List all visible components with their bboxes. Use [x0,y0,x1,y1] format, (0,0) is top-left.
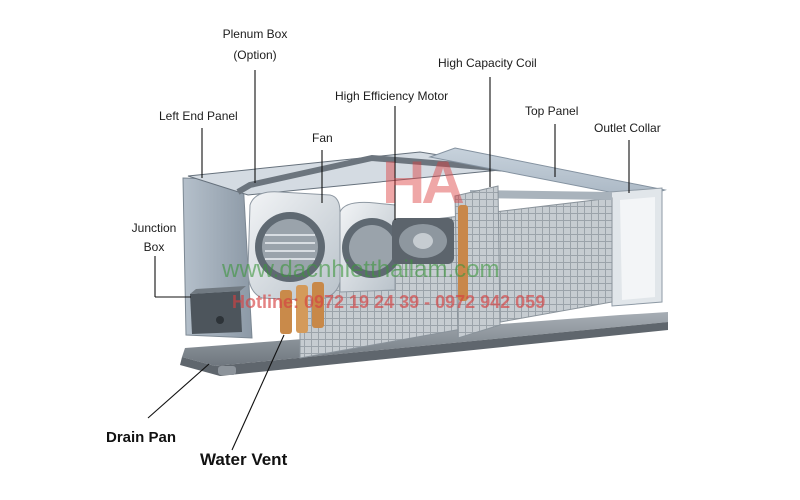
label-outlet-collar: Outlet Collar [594,121,661,135]
label-junction-box-line2: Box [143,240,165,254]
label-water-vent: Water Vent [200,450,288,469]
hotline-watermark: Hotline: 0972 19 24 39 - 0972 942 059 [232,292,546,312]
label-left-end-panel: Left End Panel [159,109,238,123]
label-junction-box: Junction Box [128,220,180,255]
leader-lines [147,70,630,451]
label-plenum-box: Plenum Box (Option) [215,26,295,63]
label-plenum-box-line1: Plenum Box [222,27,288,41]
label-top-panel: Top Panel [525,104,579,118]
high-efficiency-motor [392,218,454,264]
website-watermark: www.dacnhietthailam.com [222,256,500,283]
label-high-efficiency-motor: High Efficiency Motor [335,89,449,103]
label-junction-box-line1: Junction [131,221,177,235]
label-high-capacity-coil: High Capacity Coil [438,56,537,70]
logo-watermark: HA [382,149,465,216]
label-plenum-box-line2: (Option) [233,48,277,62]
label-drain-pan: Drain Pan [106,429,177,446]
fan [247,191,402,301]
label-fan: Fan [312,131,333,145]
copper-pipes [280,205,468,334]
junction-box [190,286,246,334]
